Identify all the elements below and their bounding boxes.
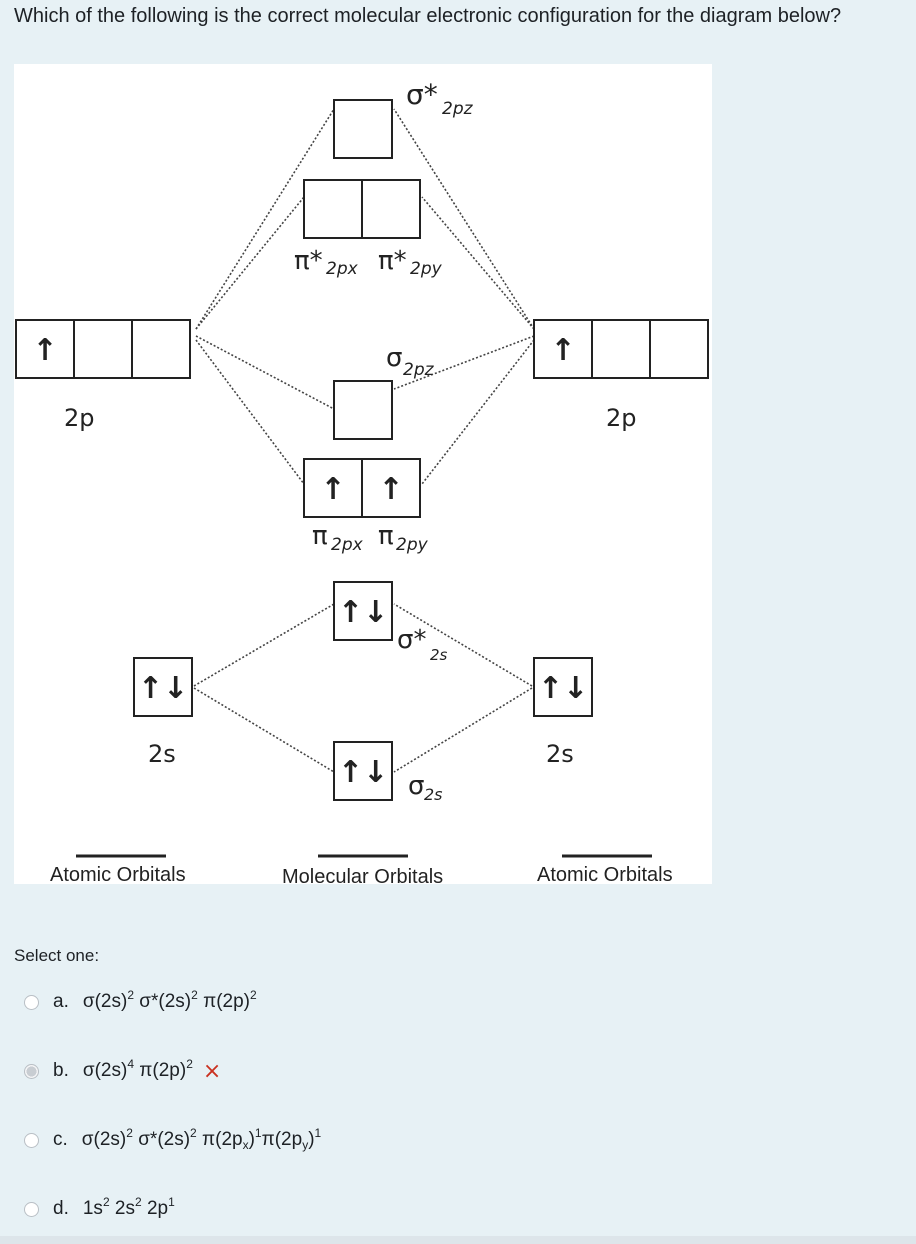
orbital-box-pi-2py — [361, 458, 421, 518]
answer-option-a[interactable]: a. σ(2s)2 σ*(2s)2 π(2p)2 — [24, 988, 257, 1016]
radio-d[interactable] — [24, 1201, 39, 1217]
connector-lines — [193, 108, 535, 773]
option-letter: b. — [53, 1060, 69, 1081]
footer-atomic-orbitals-right: Atomic Orbitals — [537, 864, 673, 884]
label-left-2p: 2p — [64, 404, 95, 432]
electron-pair-sigma-star-2s: ↑↓ — [338, 595, 388, 630]
orbital-box-sigma-2pz — [333, 380, 393, 440]
option-text: 1s2 2s2 2p1 — [82, 1195, 175, 1219]
label-sigma-2pz-sub: 2pz — [403, 360, 435, 380]
mo-diagram-image: ↑ ↑ ↑ ↑ ↑↓ ↑↓ ↑↓ ↑↓ σ* 2pz π* 2px π* 2py… — [14, 64, 712, 884]
orbital-box-sigma-2s — [333, 741, 393, 801]
label-left-2s: 2s — [148, 740, 176, 768]
orbital-box-left-2p-2 — [73, 319, 133, 379]
label-sigma-star-2pz: σ* — [406, 78, 438, 111]
label-pi-star-2px: π* — [294, 246, 323, 276]
orbital-box-left-2s — [133, 657, 193, 717]
label-sigma-2s-sub: 2s — [424, 785, 443, 804]
orbital-box-right-2p-3 — [649, 319, 709, 379]
label-sigma-2s: σ — [408, 771, 424, 801]
electron-pi-2py: ↑ — [378, 472, 403, 507]
orbital-box-left-2p-3 — [131, 319, 191, 379]
bottom-bar — [0, 1236, 916, 1244]
electron-pair-sigma-2s: ↑↓ — [338, 755, 388, 790]
orbital-box-pi-star-2px — [303, 179, 363, 239]
radio-b-selected[interactable] — [24, 1063, 39, 1079]
label-pi-2px-sub: 2px — [331, 535, 364, 555]
orbital-box-right-2p-2 — [591, 319, 651, 379]
mo-diagram: ↑ ↑ ↑ ↑ ↑↓ ↑↓ ↑↓ ↑↓ σ* 2pz π* 2px π* 2py… — [15, 78, 709, 884]
option-letter: d. — [53, 1198, 69, 1219]
label-pi-2py: π — [378, 521, 394, 551]
radio-c[interactable] — [24, 1132, 39, 1148]
option-letter: a. — [53, 991, 69, 1012]
orbital-box-right-2p-1 — [533, 319, 593, 379]
orbital-box-pi-2px — [303, 458, 363, 518]
label-sigma-2pz: σ — [386, 343, 402, 373]
radio-a[interactable] — [24, 994, 39, 1010]
orbital-box-sigma-star-2s — [333, 581, 393, 641]
label-sigma-star-2s: σ* — [397, 625, 426, 655]
label-pi-star-2py-sub: 2py — [410, 259, 443, 279]
electron-pair-left-2s: ↑↓ — [138, 671, 188, 706]
orbital-box-pi-star-2py — [361, 179, 421, 239]
label-sigma-star-2s-sub: 2s — [430, 646, 448, 664]
orbital-box-right-2s — [533, 657, 593, 717]
footer-atomic-orbitals-left: Atomic Orbitals — [50, 864, 186, 884]
label-pi-star-2py: π* — [378, 246, 407, 276]
footer-molecular-orbitals: Molecular Orbitals — [282, 866, 443, 884]
label-sigma-star-2pz-sub: 2pz — [442, 99, 474, 119]
electron-pi-2px: ↑ — [320, 472, 345, 507]
answer-option-c[interactable]: c. σ(2s)2 σ*(2s)2 π(2px)1π(2py)1 — [24, 1126, 321, 1154]
option-text: σ(2s)4 π(2p)2 — [82, 1057, 193, 1081]
label-right-2s: 2s — [546, 740, 574, 768]
option-text: σ(2s)2 σ*(2s)2 π(2px)1π(2py)1 — [81, 1126, 322, 1152]
label-pi-star-2px-sub: 2px — [326, 259, 359, 279]
electron-pair-right-2s: ↑↓ — [538, 671, 588, 706]
label-right-2p: 2p — [606, 404, 637, 432]
label-pi-2py-sub: 2py — [396, 535, 429, 555]
electron-left-2p: ↑ — [32, 333, 57, 368]
orbital-box-sigma-star-2pz — [333, 99, 393, 159]
answer-option-d[interactable]: d. 1s2 2s2 2p1 — [24, 1195, 175, 1223]
answer-option-b[interactable]: b. σ(2s)4 π(2p)2 × — [24, 1057, 221, 1085]
label-pi-2px: π — [312, 521, 328, 551]
incorrect-x-icon: × — [202, 1058, 222, 1084]
question-text: Which of the following is the correct mo… — [14, 5, 842, 27]
select-one-label: Select one: — [14, 946, 100, 965]
electron-right-2p: ↑ — [550, 333, 575, 368]
option-letter: c. — [53, 1129, 68, 1150]
option-text: σ(2s)2 σ*(2s)2 π(2p)2 — [82, 988, 257, 1012]
